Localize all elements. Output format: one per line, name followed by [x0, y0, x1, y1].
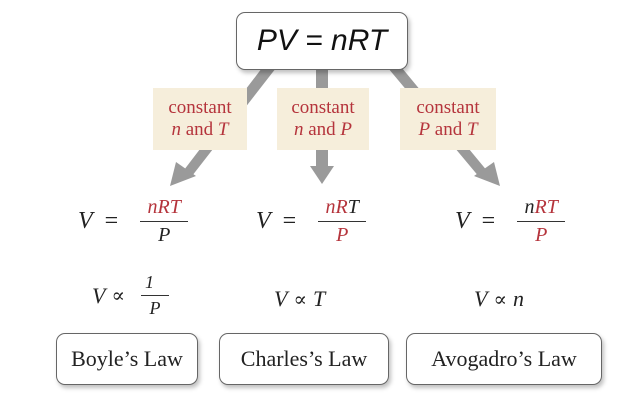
condition-line1: constant	[291, 97, 355, 118]
proportionality-charles: V ∝ T	[274, 286, 326, 311]
law-box-charles: Charles’s Law	[219, 333, 389, 385]
law-box-avogadro: Avogadro’s Law	[406, 333, 602, 385]
equation-charles: V = nRT P	[256, 196, 367, 247]
condition-line2: n and T	[171, 119, 229, 140]
condition-box-charles: constant n and P	[277, 88, 369, 150]
equation-boyle: V = nRT P	[78, 196, 189, 247]
proportionality-avogadro: V ∝ n	[474, 286, 524, 311]
proportionality-boyle: V ∝ 1 P	[92, 272, 169, 319]
law-box-boyle: Boyle’s Law	[56, 333, 198, 385]
condition-box-avogadro: constant P and T	[400, 88, 496, 150]
condition-line2: n and P	[293, 119, 353, 140]
condition-line1: constant	[416, 97, 480, 118]
condition-line2: P and T	[418, 119, 478, 140]
ideal-gas-law-box: PV = nRT	[236, 12, 408, 70]
condition-line1: constant	[168, 97, 232, 118]
equation-avogadro: V = nRT P	[455, 196, 566, 247]
condition-box-boyle: constant n and T	[153, 88, 247, 150]
